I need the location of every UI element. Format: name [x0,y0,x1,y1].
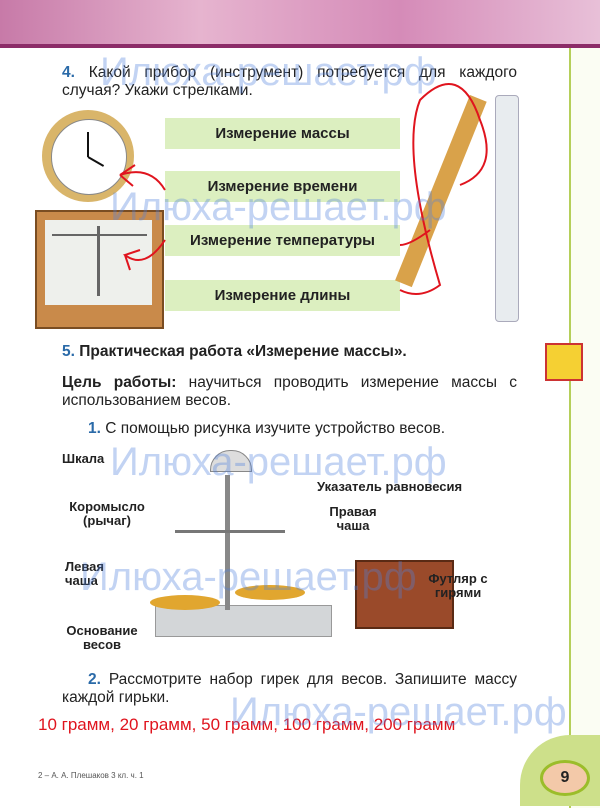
label-mass[interactable]: Измерение массы [165,118,400,149]
margin-line [569,48,571,808]
scale-base [155,605,332,637]
label-time[interactable]: Измерение времени [165,171,400,202]
margin-column [571,48,600,808]
task5-title: 5. Практическая работа «Измерение массы»… [62,343,407,361]
task5-step1: 1. С помощью рисунка изучите устройство … [88,420,445,438]
clock-image [42,110,134,202]
scale-diagram: Шкала Указатель равновесия Коромысло (ры… [40,440,520,660]
thermometer-image [495,95,519,322]
label-case: Футляр с гирями [428,571,488,600]
step1-text: С помощью рисунка изучите устройство вес… [100,420,446,437]
task5-goal: Цель работы: научиться проводить измерен… [62,374,517,410]
task-number: 5. [62,343,75,360]
label-left-pan: Левая чаша [65,559,104,588]
step-number: 2. [88,671,101,688]
footer-credit: 2 – А. А. Плешаков 3 кл. ч. 1 [38,771,144,780]
label-scale: Шкала [62,451,105,466]
task4-question: 4. Какой прибор (инструмент) потребуется… [62,64,517,100]
task-number: 4. [62,64,75,81]
page-number: 9 [540,760,590,796]
goal-label: Цель работы: [62,374,177,391]
task5-step2: 2. Рассмотрите набор гирек для весов. За… [62,671,517,707]
balance-scale-image [35,210,164,329]
task5-title-text: Практическая работа «Измерение массы». [79,343,407,360]
step2-text: Рассмотрите набор гирек для весов. Запиш… [62,671,517,706]
handwritten-answer: 10 грамм, 20 грамм, 50 грамм, 100 грамм,… [38,715,456,734]
label-beam: Коромысло (рычаг) [69,499,145,528]
label-pointer: Указатель равновесия [317,479,463,494]
page-header-banner [0,0,600,48]
label-right-pan: Правая чаша [329,504,377,533]
sticker-icon [545,343,583,381]
step-number: 1. [88,420,101,437]
label-temperature[interactable]: Измерение температуры [165,225,400,256]
goal-text: научиться проводить измерение массы с ис… [62,374,517,409]
label-length[interactable]: Измерение длины [165,280,400,311]
label-base: Основание весов [66,623,138,652]
task4-text: Какой прибор (инструмент) потребуется дл… [62,64,518,99]
